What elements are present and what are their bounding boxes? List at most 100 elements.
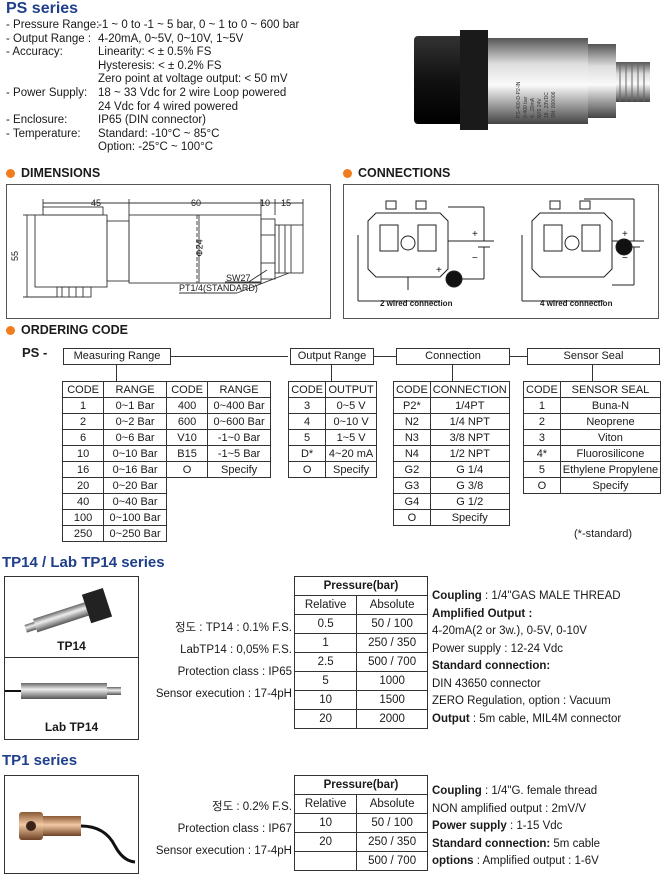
tp14-spec-line: Protection class : IP65 (177, 666, 292, 678)
svg-text:+: + (436, 265, 442, 276)
pressure-cell: 2000 (356, 709, 428, 729)
table-cell: 100 (61, 509, 105, 526)
tp1-photo (4, 775, 139, 874)
pressure-cell: 20 (293, 832, 358, 852)
table-cell: P2* (393, 397, 431, 414)
pressure-cell: 250 / 350 (356, 832, 428, 852)
pressure-cell: 50 / 100 (356, 813, 428, 833)
feature-text: : 1-15 Vdc (506, 820, 563, 832)
bullet-dot (6, 169, 15, 179)
table-cell (208, 526, 271, 542)
tp14-spec-line: 정도 : TP14 : 0.1% F.S. (174, 622, 292, 634)
table-cell: Ethylene Propylene (559, 461, 662, 478)
table-cell: 40 (61, 493, 105, 510)
photo-divider (5, 657, 138, 658)
dim-phi24: Φ24 (194, 239, 205, 257)
feature-line: Power supply : 1-15 Vdc (432, 818, 662, 836)
column-header: SENSOR SEAL (559, 381, 662, 398)
dim-sw27: SW27 (226, 273, 251, 283)
table-cell: 0~5 V (325, 397, 377, 414)
spec-value: Standard: -10°C ~ 85°C (98, 127, 220, 140)
column-header: CODE (523, 381, 561, 398)
feature-line: ZERO Regulation, option : Vacuum (432, 693, 662, 711)
table-cell: 2 (61, 413, 105, 430)
column-header: CODE (393, 381, 431, 398)
pressure-cell: 1500 (356, 690, 428, 710)
spec-value: 18 ~ 33 Vdc for 2 wire Loop powered (98, 87, 287, 99)
ordering-title: ORDERING CODE (21, 323, 128, 337)
feature-bold: Standard connection: (432, 837, 551, 850)
drop-line (452, 364, 453, 381)
feature-line: options : Amplified output : 1-6V (432, 853, 662, 871)
col-relative: Relative (293, 794, 358, 814)
table-cell: 0~600 Bar (207, 413, 271, 430)
feature-line: Output : 5m cable, MIL4M connector (432, 711, 662, 729)
bullet-dot (6, 326, 15, 336)
tp1-spec-line: Protection class : IP67 (177, 823, 292, 835)
spec-key: - Output Range : (6, 32, 92, 45)
svg-text:−: − (472, 253, 478, 264)
table-cell: 16 (61, 461, 105, 478)
table-cell: O (165, 461, 209, 478)
ordering-heading: ORDERING CODE (6, 323, 128, 337)
table-cell: Specify (429, 509, 510, 526)
dim-55: 55 (10, 250, 21, 262)
table-cell: 4 (287, 413, 327, 430)
pressure-cell: 5 (293, 671, 358, 691)
table-cell: 0~2 Bar (103, 413, 167, 430)
spec-key: - Temperature: (6, 127, 81, 140)
column-header: CODE (165, 381, 209, 398)
feature-bold: Coupling (432, 590, 482, 602)
feature-text: : 1/4"G. female thread (481, 785, 598, 797)
connections-drawing: +− + +− 2 wired connection 4 wired conne… (343, 184, 659, 319)
pressure-cell: 250 / 350 (356, 633, 428, 653)
table-cell: 20 (61, 477, 105, 494)
pressure-cell: 500 / 700 (356, 851, 428, 871)
caption-4-wire: 4 wired connection (540, 299, 613, 308)
table-cell: 1 (523, 397, 561, 414)
dimensions-heading: DIMENSIONS (6, 166, 100, 180)
pressure-header: Pressure(bar) (294, 576, 428, 596)
table-cell: G4 (393, 493, 431, 510)
table-cell: 0~100 Bar (103, 509, 167, 526)
table-cell: 6 (61, 429, 105, 446)
table-cell (166, 526, 207, 542)
tp1-title: TP1 series (2, 752, 78, 769)
feature-text: : 1/4"GAS MALE THREAD (481, 590, 621, 602)
connections-svg: +− + +− (357, 198, 644, 302)
pressure-row: 500 / 700 (293, 851, 428, 871)
tp1-specs: 정도 : 0.2% F.S. Protection class : IP67 S… (137, 796, 292, 862)
label-line: SN: 000006 (551, 91, 557, 118)
spec-value: IP65 (DIN connector) (98, 114, 207, 127)
dim-60: 60 (191, 198, 202, 208)
table-cell: 0~6 Bar (103, 429, 167, 446)
feature-text: ZERO Regulation, option : Vacuum (432, 695, 611, 707)
feature-line: NON amplified output : 2mV/V (432, 801, 662, 819)
feature-text: 5m cable (550, 837, 601, 850)
table-cell (166, 478, 207, 494)
table-cell: 1/2 NPT (429, 445, 510, 462)
table-cell: 1/4 NPT (429, 413, 510, 430)
table-cell: 400 (165, 397, 209, 414)
